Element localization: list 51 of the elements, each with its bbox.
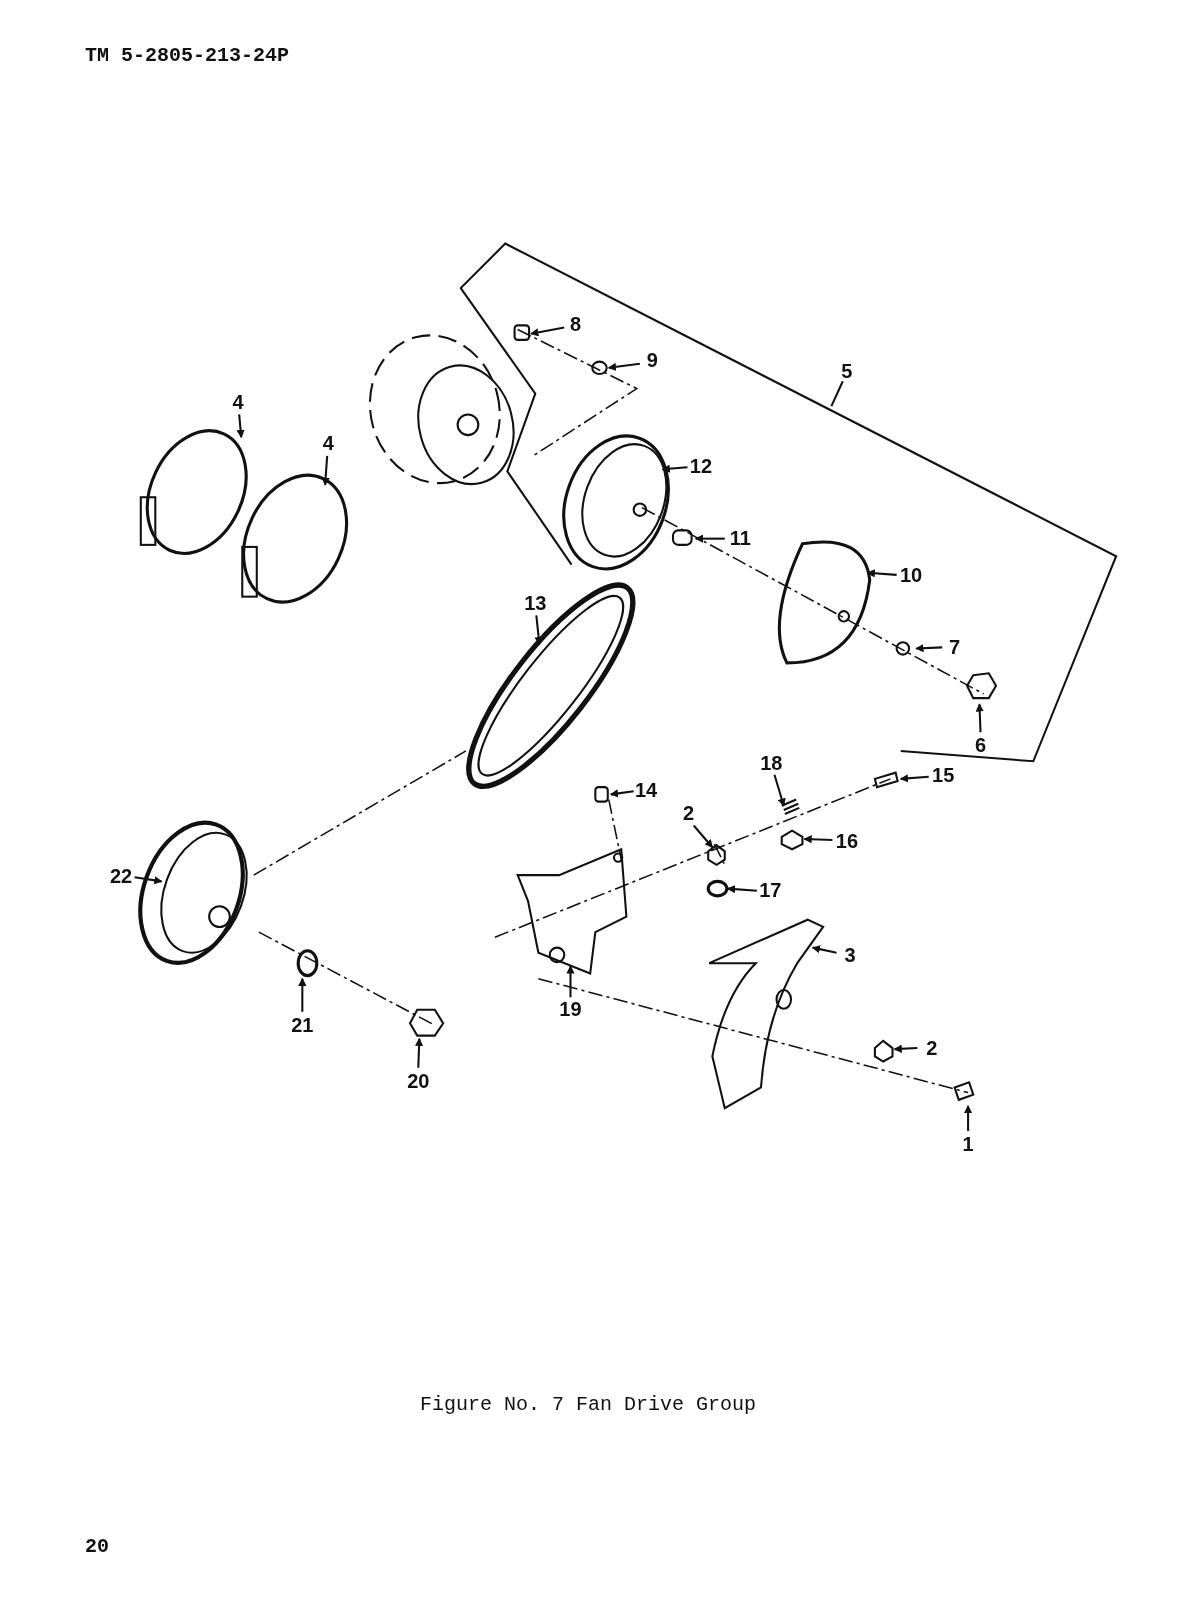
callout-number: 13 (524, 592, 547, 613)
leader-line (321, 455, 330, 486)
leader-line (866, 569, 897, 578)
leader-line (530, 326, 565, 337)
leader-line (609, 789, 634, 798)
leader-line (566, 965, 575, 998)
leader-line (692, 824, 714, 848)
leader-line (414, 1037, 424, 1068)
callout-number: 9 (646, 350, 658, 371)
callout-number: 18 (760, 753, 783, 774)
leader-line (726, 885, 757, 894)
callout-number: 10 (900, 564, 923, 585)
leader-line (236, 414, 245, 439)
callout-number: 12 (689, 455, 713, 476)
leader-line (811, 945, 837, 954)
page-number: 20 (85, 1535, 109, 1558)
callout-number: 17 (759, 880, 782, 901)
callout-number: 21 (291, 1015, 314, 1035)
callout-number: 15 (932, 765, 955, 786)
callout-number: 22 (110, 865, 133, 886)
leader-line (773, 774, 786, 807)
callout-number: 19 (559, 999, 582, 1020)
callout-number: 4 (232, 391, 244, 412)
callout-number: 5 (841, 360, 853, 381)
leader-line (803, 835, 833, 844)
callout-number: 2 (926, 1037, 938, 1058)
leader-line (830, 380, 844, 407)
callout-number: 7 (949, 637, 961, 658)
callout-number: 1 (962, 1134, 974, 1155)
leader-line (893, 1044, 918, 1053)
leader-line (607, 362, 640, 371)
leader-line (298, 977, 307, 1012)
callout-number: 20 (407, 1070, 430, 1091)
leader-line (963, 1105, 973, 1131)
callout-number: 14 (634, 780, 658, 800)
figure-caption: Figure No. 7 Fan Drive Group (420, 1393, 757, 1416)
leader-line (661, 464, 688, 473)
leader-line (694, 534, 725, 543)
callout-number: 6 (974, 735, 987, 756)
callout-number: 3 (844, 944, 856, 965)
callout-number: 16 (835, 830, 859, 851)
leader-line (134, 876, 163, 885)
leader-line (915, 644, 943, 653)
callout-number: 11 (729, 528, 751, 549)
leader-line (899, 774, 929, 783)
callout-number: 4 (322, 433, 334, 454)
leader-line (534, 615, 543, 646)
document-number: TM 5-2805-213-24P (85, 44, 290, 67)
leader-line (975, 703, 984, 733)
callout-number: 2 (682, 802, 695, 823)
callout-number: 8 (570, 314, 582, 335)
